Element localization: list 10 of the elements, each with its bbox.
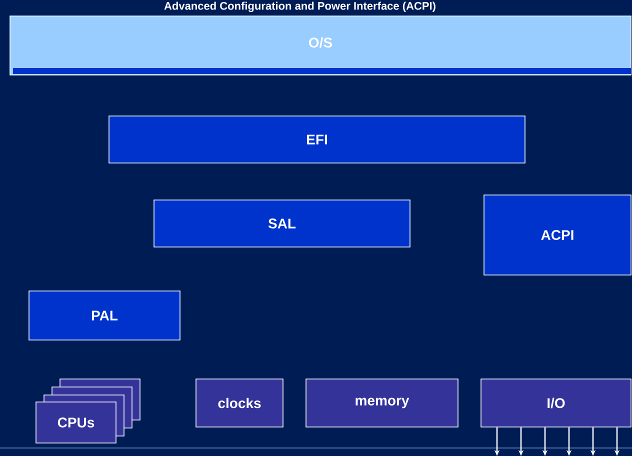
- layer-box: PAL: [28, 290, 180, 340]
- layer-box: I/O: [480, 378, 632, 428]
- layer-box: clocks: [196, 378, 284, 428]
- layer-box: ACPI: [484, 194, 632, 276]
- layer-box: CPUs: [36, 402, 116, 444]
- layer-box: SAL: [154, 200, 410, 248]
- title: Advanced Configuration and Power Interface (ACPI): [164, 2, 436, 12]
- layer-box: memory: [306, 378, 458, 428]
- layer-box: O/S: [10, 16, 632, 76]
- layer-box: EFI: [108, 116, 526, 164]
